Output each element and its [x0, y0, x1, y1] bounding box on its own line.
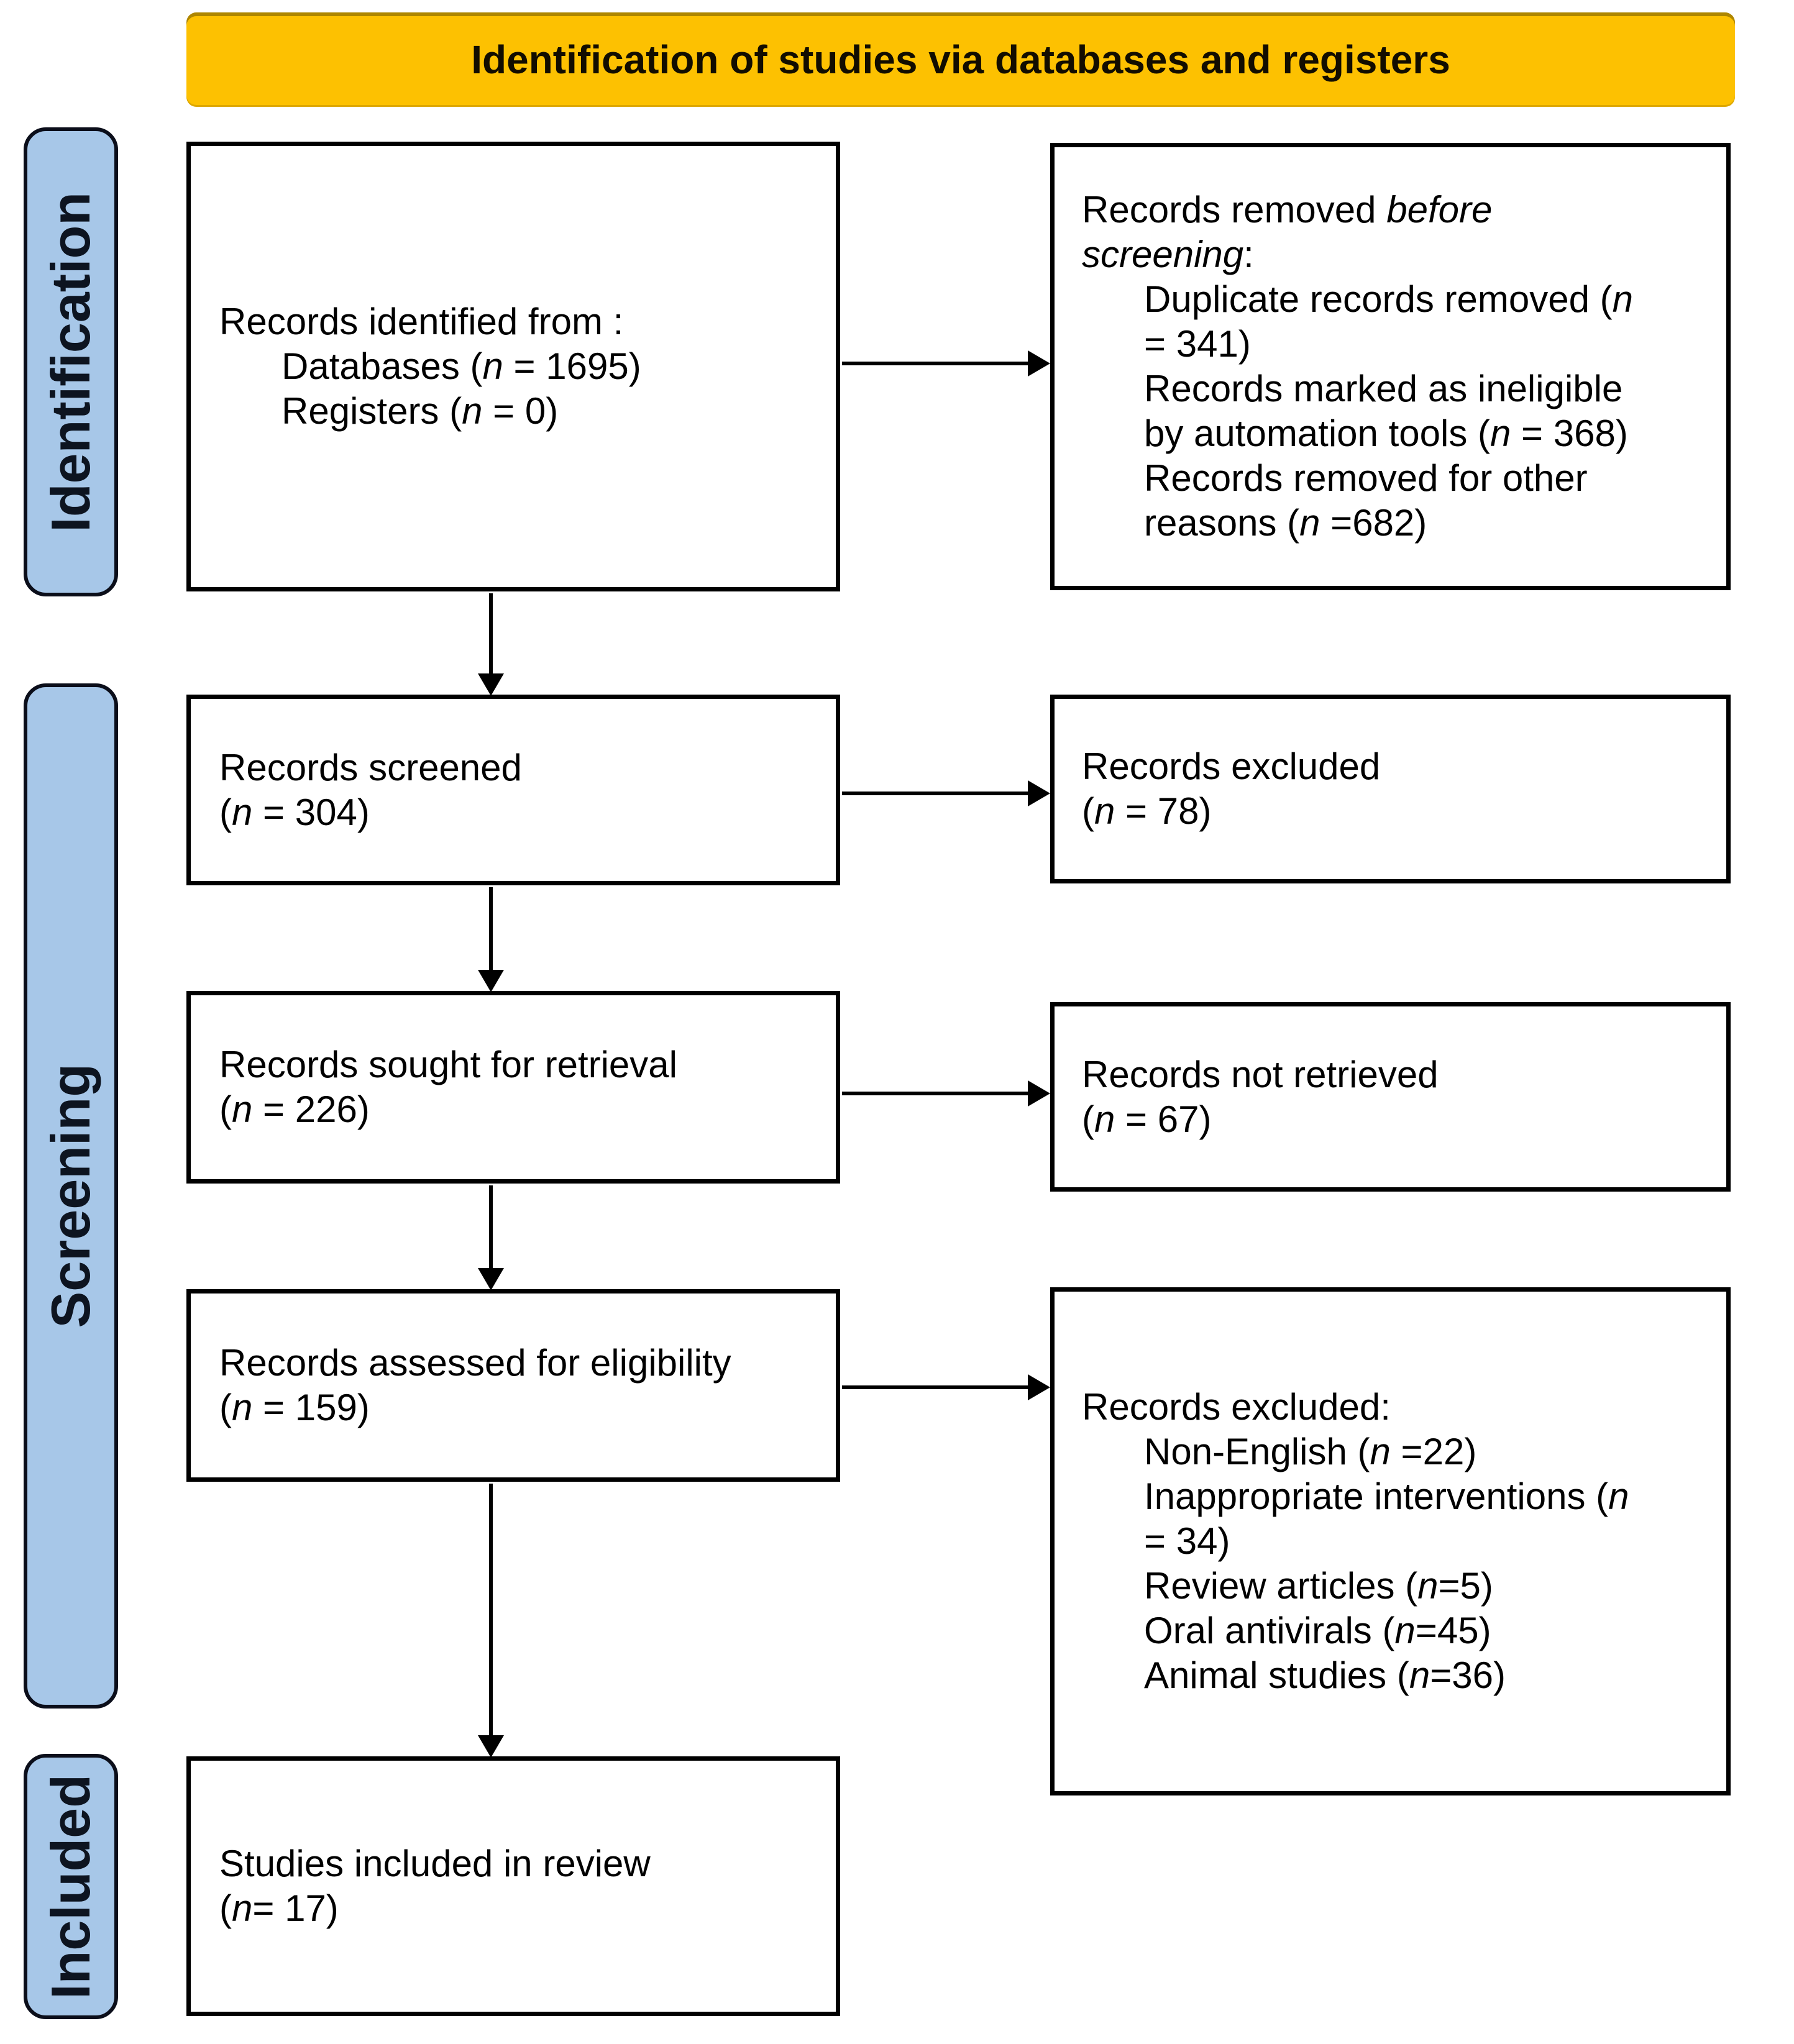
- box-line: Records not retrieved: [1082, 1053, 1439, 1095]
- box-line: Non-English (n =22): [1144, 1431, 1477, 1472]
- arrow-line-down-2: [489, 887, 493, 972]
- banner-identification-via-databases: Identification of studies via databases …: [186, 12, 1735, 107]
- box-title: Records removed before screening:: [1082, 189, 1493, 275]
- arrow-down-icon: [478, 673, 504, 696]
- box-records-screened: Records screened (n = 304): [186, 695, 840, 885]
- arrow-right-icon: [1028, 350, 1050, 376]
- arrow-line-down-3: [489, 1185, 493, 1270]
- box-line: (n = 226): [219, 1088, 370, 1130]
- box-records-excluded-eligibility: Records excluded: Non-English (n =22) In…: [1050, 1287, 1731, 1795]
- arrow-down-icon: [478, 970, 504, 992]
- arrow-down-icon: [478, 1735, 504, 1758]
- box-records-not-retrieved: Records not retrieved (n = 67): [1050, 1002, 1731, 1192]
- box-line: Inappropriate interventions (n = 34): [1144, 1476, 1629, 1562]
- box-records-excluded-screening: Records excluded (n = 78): [1050, 695, 1731, 883]
- box-records-assessed-eligibility: Records assessed for eligibility (n = 15…: [186, 1289, 840, 1482]
- box-line: Oral antivirals (n=45): [1144, 1610, 1491, 1651]
- box-line: Records assessed for eligibility: [219, 1342, 731, 1384]
- stage-label-included: Included: [40, 1774, 101, 1999]
- box-records-identified: Records identified from : Databases (n =…: [186, 142, 840, 591]
- arrow-line-down-1: [489, 593, 493, 675]
- box-line: Records sought for retrieval: [219, 1044, 677, 1085]
- box-line: (n = 159): [219, 1387, 370, 1428]
- stage-pill-screening: Screening: [24, 683, 118, 1709]
- box-line: Review articles (n=5): [1144, 1565, 1493, 1607]
- box-records-sought-retrieval: Records sought for retrieval (n = 226): [186, 991, 840, 1184]
- box-line: Records marked as ineligible by automati…: [1144, 368, 1628, 454]
- arrow-line-right-2: [842, 792, 1030, 795]
- arrow-line-down-4: [489, 1484, 493, 1737]
- stage-pill-identification: Identification: [24, 127, 118, 596]
- arrow-line-right-4: [842, 1385, 1030, 1389]
- box-studies-included: Studies included in review (n= 17): [186, 1756, 840, 2016]
- box-line: Studies included in review: [219, 1843, 651, 1884]
- box-line: Registers (n = 0): [281, 390, 559, 432]
- box-title: Records excluded:: [1082, 1386, 1391, 1428]
- box-line: (n= 17): [219, 1887, 339, 1929]
- box-line: Records removed for other reasons (n =68…: [1144, 457, 1588, 544]
- box-line: Records screened: [219, 746, 522, 788]
- arrow-right-icon: [1028, 1080, 1050, 1106]
- box-line: Animal studies (n=36): [1144, 1654, 1506, 1696]
- box-line: Databases (n = 1695): [281, 345, 641, 387]
- arrow-line-right-3: [842, 1092, 1030, 1095]
- box-records-removed-before-screening: Records removed before screening: Duplic…: [1050, 143, 1731, 590]
- stage-label-screening: Screening: [40, 1064, 101, 1328]
- box-title: Records identified from :: [219, 301, 624, 342]
- stage-pill-included: Included: [24, 1754, 118, 2019]
- banner-title: Identification of studies via databases …: [471, 37, 1450, 82]
- box-line: (n = 304): [219, 791, 370, 833]
- arrow-right-icon: [1028, 780, 1050, 806]
- box-line: Duplicate records removed (n = 341): [1144, 278, 1634, 365]
- box-line: (n = 67): [1082, 1098, 1212, 1140]
- arrow-line-right-1: [842, 362, 1030, 365]
- stage-label-identification: Identification: [40, 191, 101, 532]
- arrow-down-icon: [478, 1268, 504, 1290]
- arrow-right-icon: [1028, 1374, 1050, 1400]
- box-line: Records excluded: [1082, 746, 1381, 787]
- box-line: (n = 78): [1082, 790, 1212, 832]
